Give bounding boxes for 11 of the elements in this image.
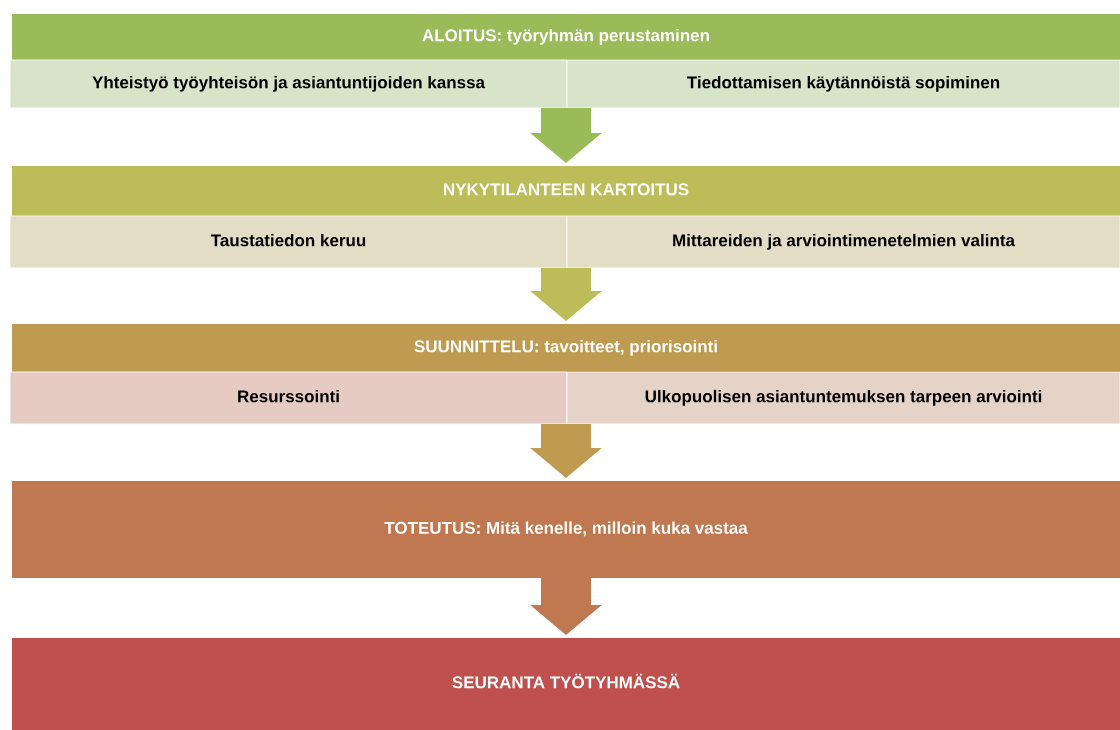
task-box: Ulkopuolisen asiantuntemuksen tarpeen arviointi	[566, 371, 1120, 425]
task-box: Mittareiden ja arviointimenetelmien valinta	[566, 215, 1120, 269]
task-box: Resurssointi	[9, 371, 568, 425]
stage-band: SUUNNITTELU: tavoitteet, priorisointi	[12, 324, 1120, 372]
stage-band: TOTEUTUS: Mitä kenelle, milloin kuka vastaa	[12, 481, 1120, 578]
stage-band: ALOITUS: työryhmän perustaminen	[12, 14, 1120, 60]
task-box: Taustatiedon keruu	[9, 215, 568, 269]
stage-band: NYKYTILANTEEN KARTOITUS	[12, 166, 1120, 216]
task-box: Tiedottamisen käytännöistä sopiminen	[566, 59, 1120, 109]
task-box: Yhteistyö työyhteisön ja asiantuntijoiden kanssa	[9, 59, 568, 109]
stage-band: SEURANTA TYÖTYHMÄSSÄ	[12, 638, 1120, 730]
